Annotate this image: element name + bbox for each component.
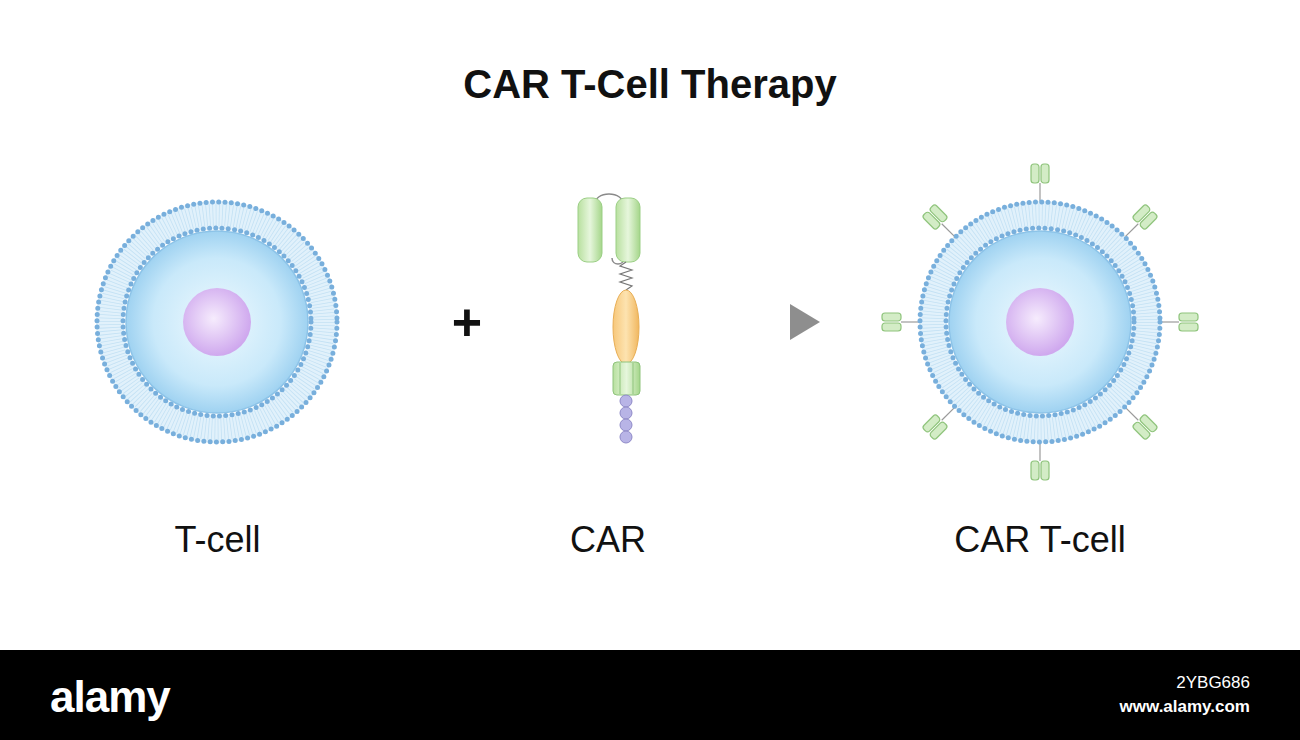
watermark-id: 2YBG686 bbox=[1176, 673, 1250, 693]
signal-bead bbox=[620, 407, 632, 419]
process-arrow bbox=[735, 313, 790, 331]
signal-bead bbox=[620, 419, 632, 431]
hinge bbox=[620, 262, 632, 290]
panel-label: CAR T-cell bbox=[848, 516, 1232, 564]
footer-bar bbox=[0, 650, 1300, 740]
transmembrane-domain bbox=[613, 290, 639, 364]
panel-label: T-cell bbox=[55, 516, 380, 564]
costim-domain bbox=[613, 362, 640, 395]
car-molecule bbox=[578, 194, 640, 443]
panel-label: CAR bbox=[520, 516, 696, 564]
t-cell-illustration bbox=[97, 202, 337, 442]
plus-sign: + bbox=[452, 291, 482, 353]
car-t-cell-illustration bbox=[920, 202, 1160, 442]
scfv-domain bbox=[616, 198, 640, 262]
cell-panel: CAR T-cell bbox=[888, 190, 1192, 575]
car-receptors bbox=[882, 164, 1198, 480]
signal-bead bbox=[620, 431, 632, 443]
scfv-domain bbox=[578, 198, 602, 262]
diagram-title: CAR T-Cell Therapy bbox=[0, 60, 1300, 108]
signal-bead bbox=[620, 395, 632, 407]
cell-panel: CAR bbox=[560, 190, 656, 575]
watermark-url: www.alamy.com bbox=[1120, 697, 1250, 717]
watermark-logo: alamy bbox=[50, 671, 170, 724]
cell-panel: T-cell bbox=[95, 190, 340, 575]
